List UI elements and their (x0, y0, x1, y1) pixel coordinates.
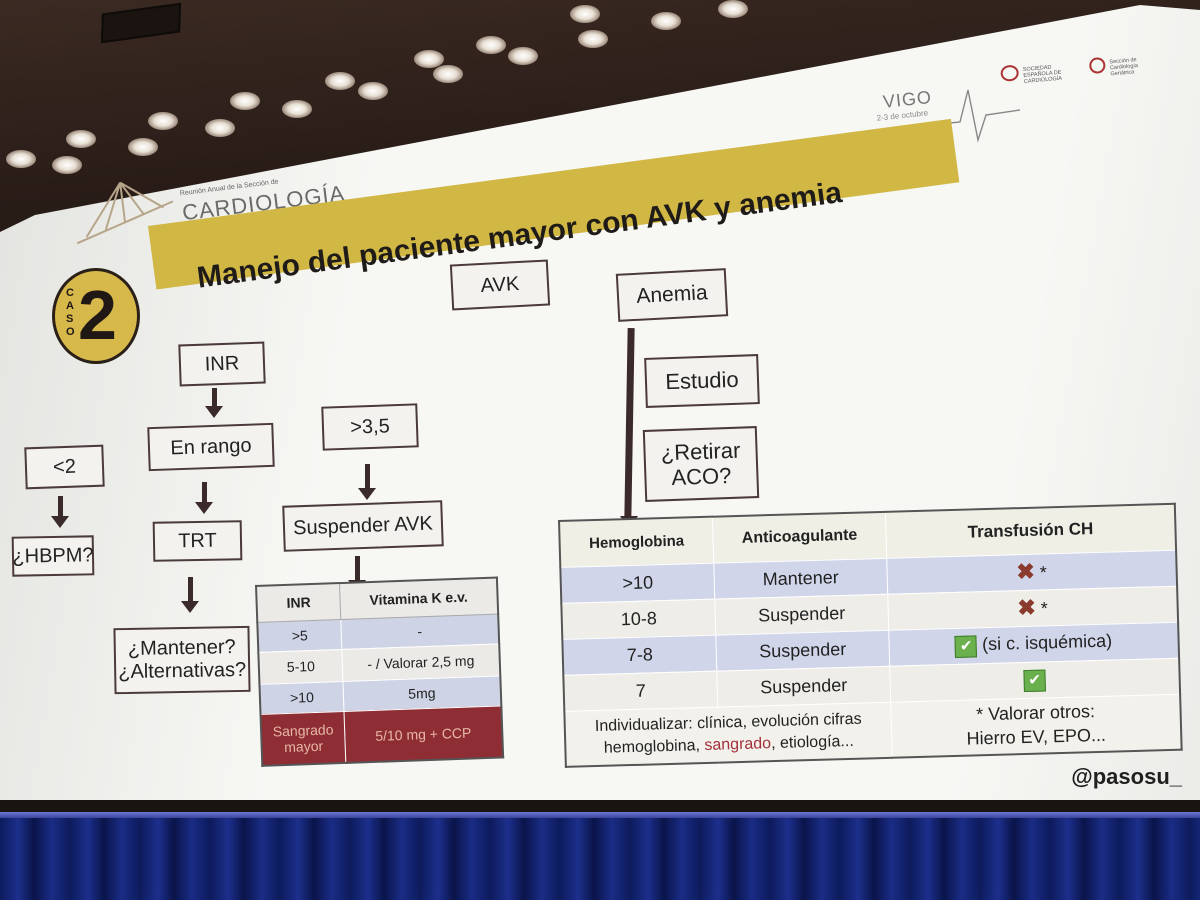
ceiling-light (508, 47, 538, 65)
twitter-handle: @pasosu_ (1071, 764, 1182, 789)
hb-row-7-aco: Suspender (716, 665, 891, 707)
mantener-box: ¿Mantener? ¿Alternativas? (113, 625, 251, 695)
trt-box: TRT (152, 520, 243, 562)
check-icon: ✔ (1023, 668, 1046, 692)
inr-table-header-vitk: Vitamina K e.v. (339, 577, 499, 620)
hb-row-gt10-aco: Mantener (713, 557, 888, 599)
note-left-line1: Individualizar: clínica, evolución cifra… (594, 710, 862, 736)
anemia-arrow-head (620, 516, 638, 530)
ceiling-light (578, 30, 608, 48)
hb-table: Hemoglobina Anticoagulante Transfusión C… (558, 502, 1183, 768)
stage-curtain (0, 818, 1200, 900)
ceiling-light (358, 82, 388, 100)
retirar-aco-box: ¿Retirar ACO? (642, 426, 760, 502)
heartbeat-icon (930, 89, 1020, 143)
city-block: VIGO 2-3 de octubre (876, 87, 934, 123)
caso-letter: A (66, 300, 74, 312)
suspender-avk-box: Suspender AVK (282, 500, 444, 552)
logo-geriatrica: Sección de Cardiología Geriátrica (1109, 56, 1139, 78)
ceiling-light (205, 119, 235, 137)
ceiling-light (128, 138, 158, 156)
hb-row-7-8-aco: Suspender (715, 629, 890, 671)
ceiling-light (570, 5, 600, 23)
ceiling-light (148, 112, 178, 130)
hb-note-left: Individualizar: clínica, evolución cifra… (564, 701, 893, 767)
ceiling-light (230, 92, 260, 110)
ceiling-light (282, 100, 312, 118)
ceiling-light (52, 156, 82, 174)
event-logo: Reunión Anual de la Sección de CARDIOLOG… (60, 141, 427, 264)
inr-row-sangrado: Sangrado mayor (260, 710, 346, 766)
estudio-box: Estudio (644, 354, 760, 408)
note-left-2c: , etiología... (770, 732, 854, 752)
hb-row-10-8: 10-8 (561, 598, 716, 639)
ceiling-light (476, 36, 506, 54)
ceiling-light (325, 72, 355, 90)
inr-table: INR Vitamina K e.v. >5 - 5-10 - / Valora… (255, 576, 505, 775)
inr-box: INR (178, 341, 266, 387)
hb-row-10-8-aco: Suspender (714, 593, 889, 635)
stage-edge (0, 812, 1200, 822)
caso-letter: O (66, 326, 75, 338)
hb-row-7-8: 7-8 (562, 634, 717, 675)
gt35-box: >3,5 (321, 403, 419, 451)
ceiling-light (66, 130, 96, 148)
check-icon: ✔ (954, 634, 978, 658)
note-right-line2: Hierro EV, EPO... (966, 724, 1107, 749)
bridge-icon (76, 181, 174, 245)
caso-letter: C (66, 287, 74, 299)
heart-logo-icon (1000, 64, 1020, 82)
caso-letter: S (66, 313, 74, 325)
inr-row-gt5: >5 (257, 619, 342, 652)
anemia-box: Anemia (615, 268, 729, 322)
inr-row-gt10: >10 (259, 680, 344, 714)
hbpm-box: ¿HBPM? (11, 535, 95, 577)
ceiling-light (433, 65, 463, 83)
note-left-2a: hemoglobina, (603, 736, 705, 757)
cross-icon: ✖ (1017, 594, 1037, 621)
hb-header-hemoglobina: Hemoglobina (559, 516, 714, 567)
note-right-line1: * Valorar otros: (975, 701, 1096, 725)
cross-icon: ✖ (1016, 558, 1036, 585)
hb-note-right: * Valorar otros: Hierro EV, EPO... (890, 693, 1182, 758)
ceiling-light (6, 150, 36, 168)
inr-row-5-10: 5-10 (258, 649, 343, 684)
hb-row-gt10: >10 (560, 562, 715, 603)
ceiling-light (414, 50, 444, 68)
hb-header-anticoagulante: Anticoagulante (712, 511, 887, 563)
inr-table-header-inr: INR (256, 583, 341, 622)
heart-logo-icon-2 (1088, 56, 1106, 75)
avk-box: AVK (449, 259, 551, 311)
hb-row-7: 7 (563, 670, 718, 711)
caso-number: 2 (78, 276, 117, 354)
ceiling-light (718, 0, 748, 18)
hb-header-transfusion: Transfusión CH (885, 503, 1177, 558)
lt2-box: <2 (24, 444, 105, 490)
ceiling-light (651, 12, 681, 30)
en-rango-box: En rango (147, 422, 275, 472)
caso-badge (52, 268, 140, 364)
note-left-sangrado: sangrado (704, 734, 772, 754)
inr-row-sangrado-vitk: 5/10 mg + CCP (343, 705, 504, 763)
